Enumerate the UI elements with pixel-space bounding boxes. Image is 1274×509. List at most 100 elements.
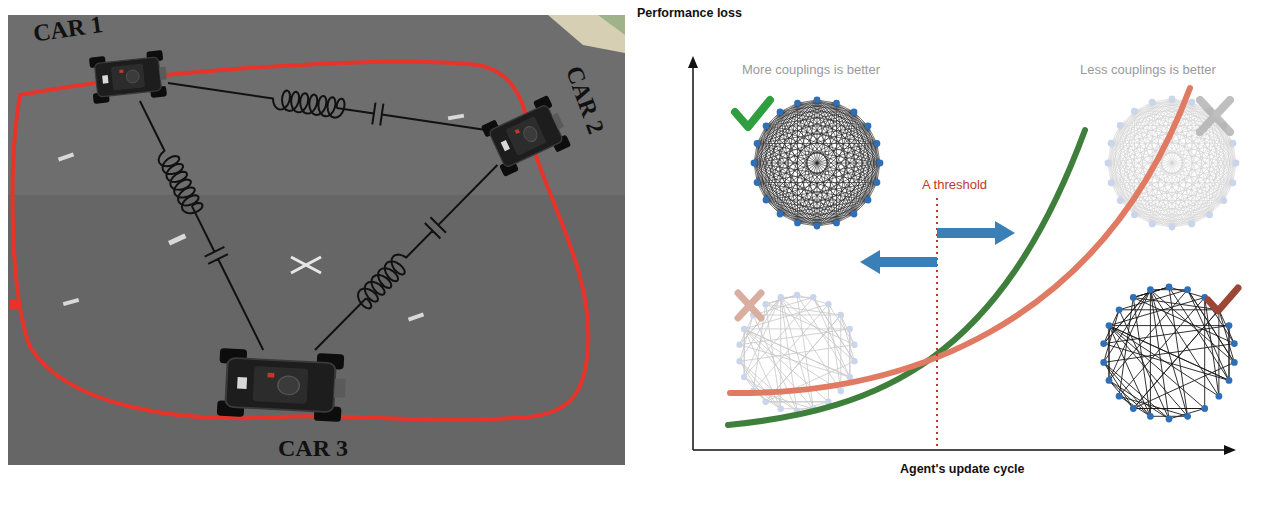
network-edge xyxy=(740,329,850,345)
car-sensor xyxy=(277,376,300,396)
car-body xyxy=(225,358,335,413)
car-body xyxy=(488,104,563,168)
spring-damper-link xyxy=(168,83,486,130)
network-edge xyxy=(1172,163,1236,227)
network-edge xyxy=(1119,396,1188,416)
car-illustration xyxy=(211,347,349,424)
floor-corner-patch xyxy=(548,15,625,53)
spring-damper-link xyxy=(140,101,263,350)
network-node xyxy=(1116,306,1123,313)
car-bumper xyxy=(159,67,167,80)
x-axis xyxy=(693,449,1228,451)
network-edge xyxy=(813,297,850,377)
network-edge xyxy=(1120,102,1152,201)
network-edge xyxy=(798,103,881,163)
network-edge xyxy=(1104,310,1119,344)
network-edge xyxy=(766,401,829,402)
network-edge xyxy=(1169,409,1205,420)
network-edge xyxy=(1219,310,1234,363)
axis-or-note-label: More couplings is better xyxy=(742,62,880,78)
network-edge xyxy=(753,315,841,316)
cross-stroke xyxy=(1200,100,1230,132)
network-node xyxy=(777,109,784,116)
network-node xyxy=(1230,179,1237,186)
network-node xyxy=(763,197,770,204)
network-edge xyxy=(1108,111,1134,163)
floor-marker xyxy=(168,233,186,245)
network-node xyxy=(1130,294,1137,301)
network-edge xyxy=(1111,143,1120,200)
car-detail xyxy=(119,69,123,73)
network-node xyxy=(814,223,821,230)
network-node xyxy=(736,342,742,348)
network-edge xyxy=(754,126,766,163)
network-node xyxy=(874,140,881,147)
network-node xyxy=(851,211,858,218)
network-node xyxy=(1147,413,1154,420)
green-curve xyxy=(728,130,1085,425)
car-illustration xyxy=(86,49,171,105)
faded-sparse-network xyxy=(736,292,857,414)
network-node xyxy=(741,374,747,380)
network-edge xyxy=(766,103,798,126)
network-node xyxy=(762,399,768,405)
network-node xyxy=(777,211,784,218)
network-edge xyxy=(1134,111,1191,224)
car-body xyxy=(94,57,161,97)
network-edge xyxy=(1111,111,1134,183)
axis-or-note-label: Agent's update cycle xyxy=(900,462,1025,477)
network-edge xyxy=(798,103,877,182)
check-mark xyxy=(1208,288,1238,311)
network-node xyxy=(865,197,872,204)
network-node xyxy=(1166,284,1173,291)
network-node xyxy=(833,220,840,227)
network-node xyxy=(1169,96,1176,103)
spring-damper-path xyxy=(140,101,263,350)
network-edge xyxy=(753,297,813,315)
network-node xyxy=(1100,359,1107,366)
network-edge xyxy=(744,329,850,377)
network-edge xyxy=(817,163,880,226)
left-arrow xyxy=(860,250,937,274)
network-edge xyxy=(1119,309,1219,310)
cross-stroke xyxy=(1200,100,1230,132)
network-edge xyxy=(837,200,869,223)
network-edge xyxy=(757,183,797,223)
network-edge xyxy=(766,295,797,304)
network-node xyxy=(874,179,881,186)
network-edge xyxy=(757,183,780,215)
network-node xyxy=(1188,99,1195,106)
cross-stroke xyxy=(738,293,761,318)
network-edge xyxy=(1134,215,1172,227)
network-edge xyxy=(1192,201,1224,224)
network-edge xyxy=(766,295,797,304)
network-edge xyxy=(1104,326,1229,344)
network-edge xyxy=(797,103,798,223)
network-node xyxy=(838,388,844,394)
network-edge xyxy=(1104,290,1151,344)
network-node xyxy=(1147,286,1154,293)
network-node xyxy=(865,123,872,130)
network-node xyxy=(1166,416,1173,423)
cross-mark xyxy=(738,293,761,318)
network-node xyxy=(1108,179,1115,186)
network-node xyxy=(1226,322,1233,329)
network-edge xyxy=(780,112,837,223)
car-bumper xyxy=(334,379,346,398)
network-edge xyxy=(1119,290,1188,310)
network-node xyxy=(1206,211,1213,218)
network-node xyxy=(794,220,801,227)
network-node xyxy=(1106,322,1113,329)
network-node xyxy=(1230,140,1237,147)
network-edge xyxy=(841,315,855,361)
y-axis xyxy=(692,64,694,450)
check-mark xyxy=(735,100,770,127)
network-node xyxy=(741,326,747,332)
network-node xyxy=(794,292,800,298)
network-edge xyxy=(780,112,817,226)
axis-or-note-label: A threshold xyxy=(922,177,987,193)
cross-mark xyxy=(1200,100,1230,132)
network-edge xyxy=(744,329,850,377)
cross-stroke xyxy=(738,293,761,318)
network-edge xyxy=(1133,408,1204,409)
